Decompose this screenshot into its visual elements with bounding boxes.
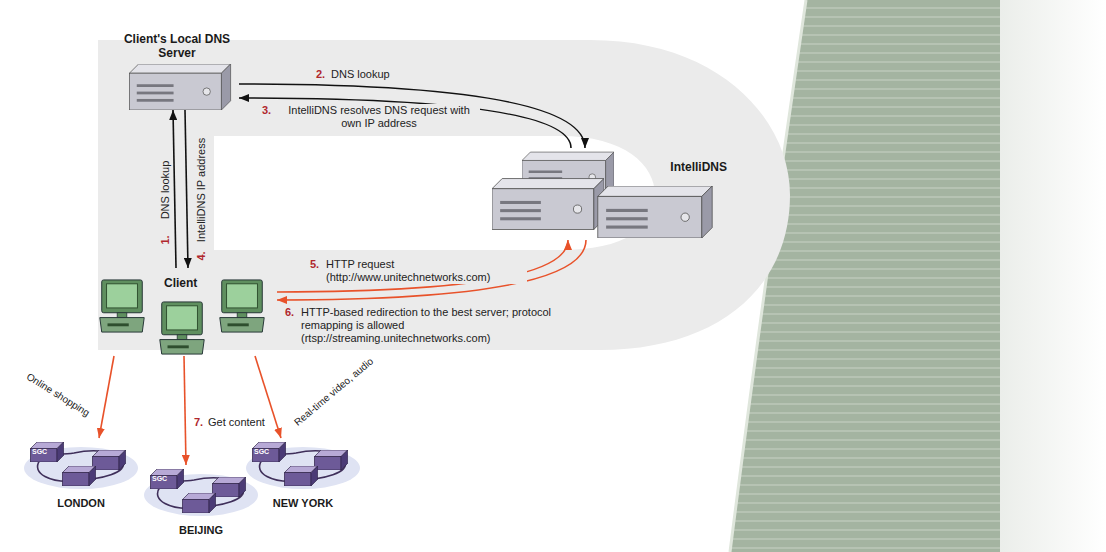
callout-number: 7. (194, 416, 203, 429)
flow-arrow (239, 98, 571, 148)
client-computers: Client (92, 268, 277, 356)
edge-label: Get content (207, 416, 266, 429)
node-label: Client's Local DNS Server (115, 32, 239, 60)
node-label: BEIJING (139, 524, 263, 537)
dns-server: Client's Local DNS Server (115, 32, 239, 110)
flow-arrow (239, 84, 585, 148)
node-tag: SGC (254, 448, 269, 456)
edge-label: HTTP request (http://www.unitechnetworks… (325, 258, 527, 284)
callout-number: 3. (262, 104, 271, 117)
callout-number: 6. (285, 306, 294, 319)
server-cluster (24, 442, 138, 489)
edge-label: Online shopping (23, 370, 92, 420)
striped-panel (730, 0, 1000, 552)
flow-arrow (277, 240, 586, 300)
flow-arrow (184, 356, 186, 465)
node-label: LONDON (19, 497, 143, 510)
computer-icon (160, 302, 204, 354)
node-label: NEW YORK (241, 497, 365, 510)
edge-label: IntelliDNS IP address (195, 137, 208, 243)
side-panel (990, 0, 1106, 552)
edge-label: IntelliDNS resolves DNS request with own… (278, 104, 480, 130)
intellidns-servers: IntelliDNS (492, 148, 727, 240)
flow-arrow (277, 240, 568, 292)
server-cluster (144, 469, 258, 516)
flow-arrow (173, 110, 176, 268)
server-cluster (246, 442, 360, 489)
callout-number: 2. (316, 68, 325, 81)
server-icon (492, 179, 604, 230)
edge-label: Real-time video, audio (291, 355, 376, 429)
edge-label: HTTP-based redirection to the best serve… (300, 306, 557, 345)
edge-label: DNS lookup (330, 68, 391, 81)
flow-arrow (99, 356, 114, 438)
callout-number: 1. (159, 235, 172, 244)
computer-icon (220, 280, 264, 332)
server-icon (598, 186, 712, 238)
edge-label: DNS lookup (159, 160, 172, 221)
node-label: IntelliDNS (670, 160, 727, 174)
computer-icon (100, 280, 144, 332)
flow-arrow (185, 110, 188, 268)
callout-number: 5. (310, 258, 319, 271)
node-label: Client (164, 276, 197, 290)
node-tag: SGC (152, 475, 167, 483)
node-tag: SGC (32, 448, 47, 456)
server-icon (129, 64, 230, 110)
callout-number: 4. (195, 251, 208, 260)
